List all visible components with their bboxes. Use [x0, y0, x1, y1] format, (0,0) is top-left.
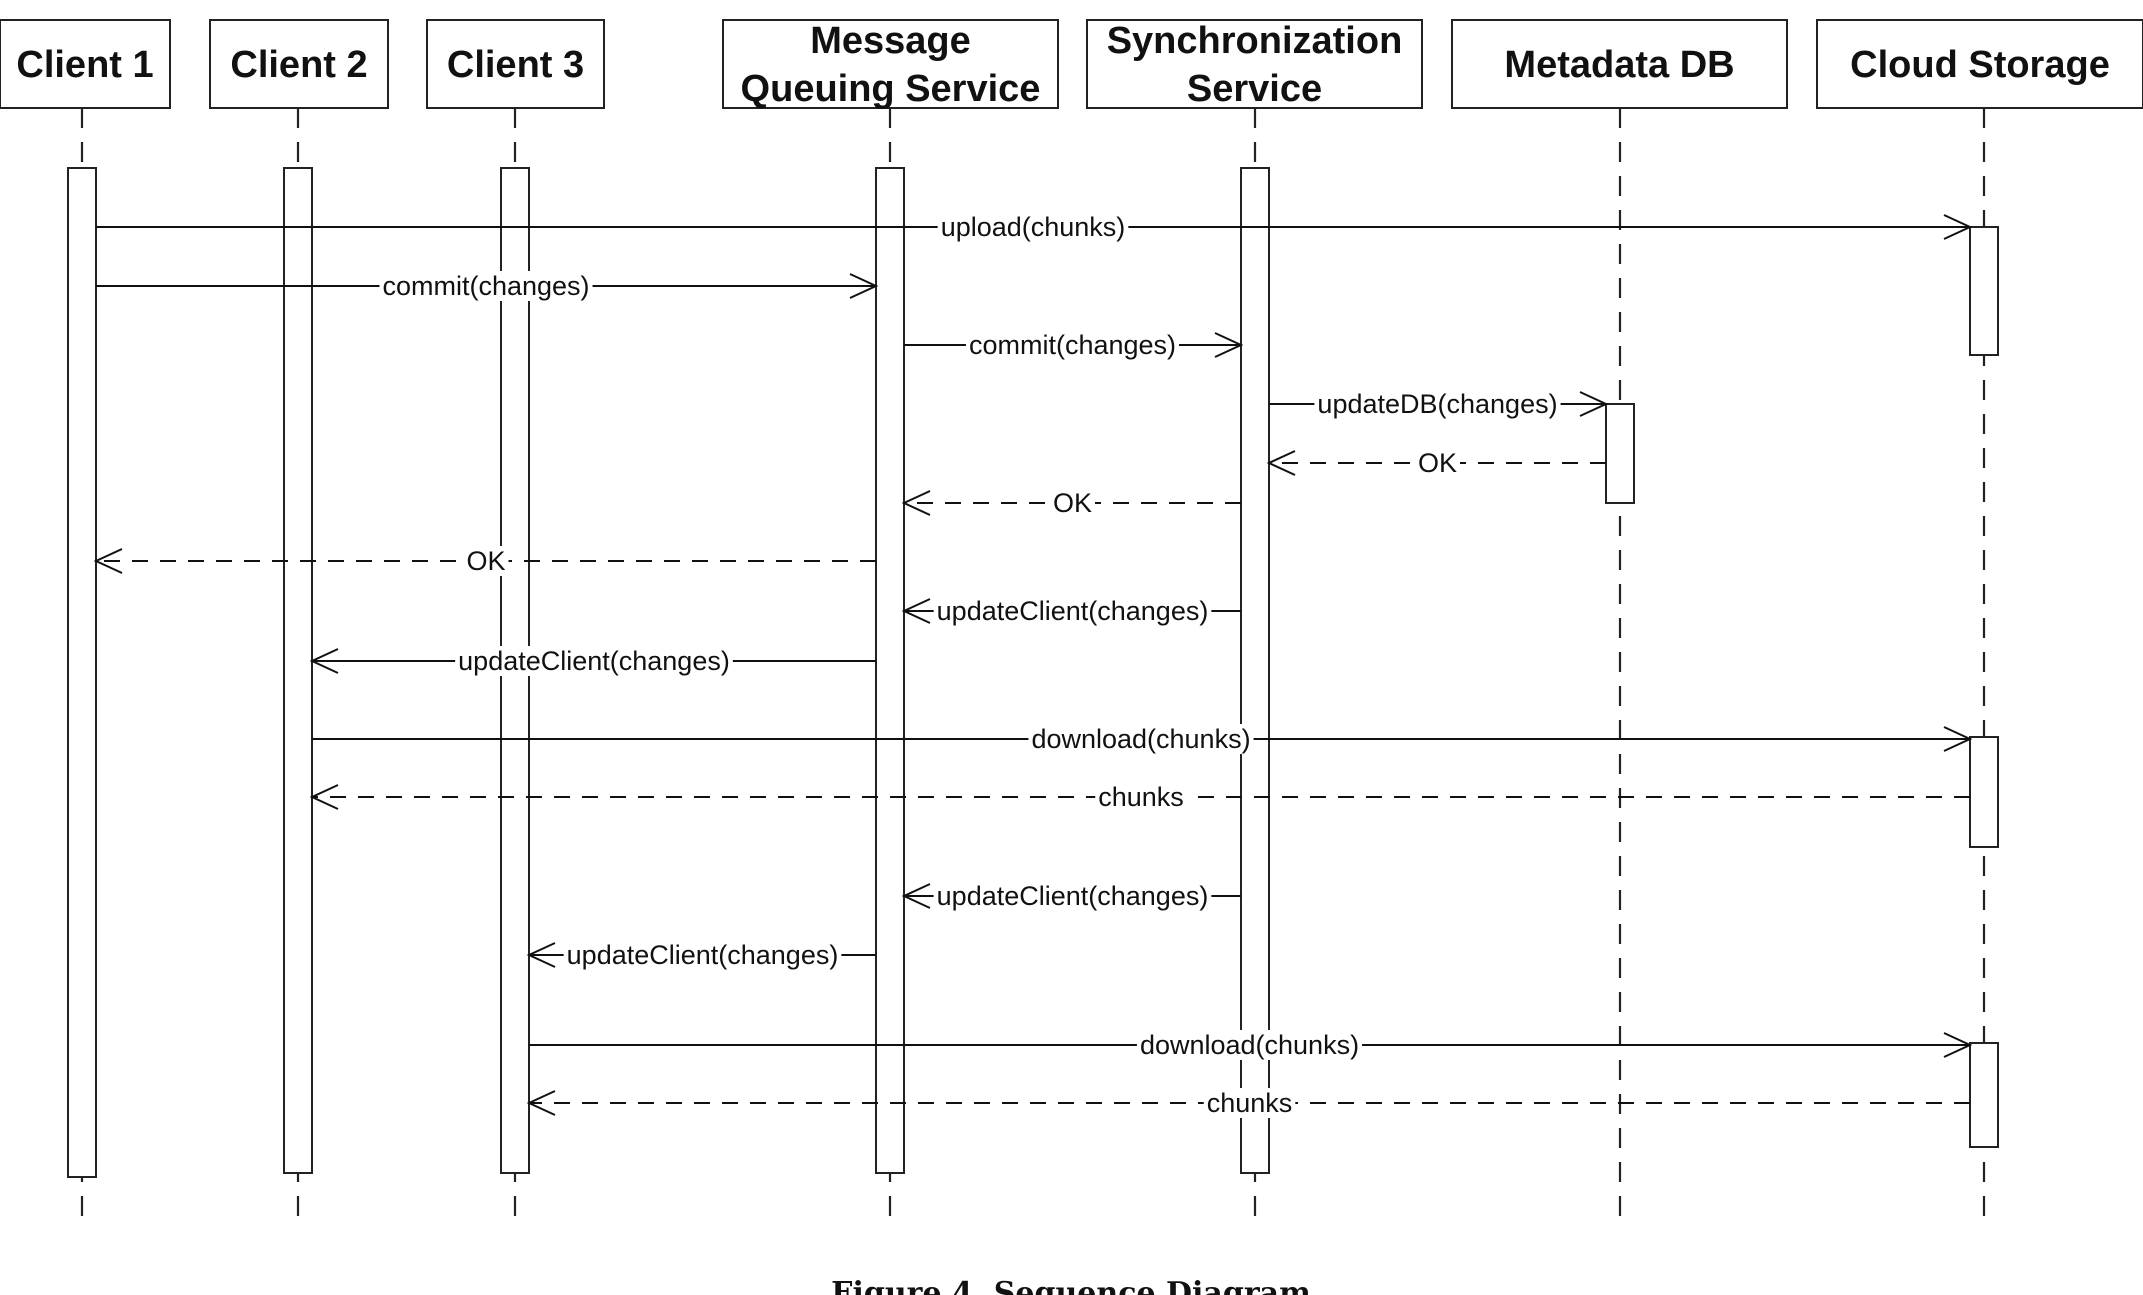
- message-label: OK: [1418, 448, 1457, 478]
- activation-bars: [67, 167, 1999, 1178]
- activation-bar-db: [1605, 403, 1635, 504]
- messages: upload(chunks) commit(changes) commit(chan…: [93, 212, 1973, 1118]
- arrowhead: [901, 883, 931, 909]
- figure-caption: Figure 4. Sequence Diagram: [831, 1276, 1311, 1295]
- message-label: commit(changes): [382, 271, 589, 301]
- participant-box: [209, 19, 389, 109]
- message-label-background: [933, 596, 1212, 626]
- message-6: OK: [901, 488, 1241, 518]
- activation-bar-cloud: [1969, 736, 1999, 848]
- message-label: commit(changes): [969, 330, 1176, 360]
- message-5: OK: [1266, 448, 1606, 478]
- message-label: chunks: [1207, 1088, 1293, 1118]
- lifelines: [80, 108, 1986, 1225]
- activation-bar-c2: [283, 167, 313, 1174]
- message-label: updateClient(changes): [937, 596, 1209, 626]
- participant-box: [722, 19, 1059, 109]
- arrowhead: [526, 942, 556, 968]
- message-label-background: [965, 330, 1180, 360]
- message-label: download(chunks): [1031, 724, 1250, 754]
- arrowhead: [849, 273, 879, 299]
- message-label: updateDB(changes): [1317, 389, 1557, 419]
- arrowhead: [309, 784, 339, 810]
- message-12: updateClient(changes): [901, 881, 1241, 911]
- message-label-background: [1028, 724, 1254, 754]
- arrowhead: [1943, 1032, 1973, 1058]
- arrowhead: [309, 648, 339, 674]
- participant-label: Client 1: [16, 44, 153, 86]
- participant-db: Metadata DB: [1451, 19, 1788, 109]
- participant-box: [1451, 19, 1788, 109]
- message-label-background: [1414, 448, 1461, 478]
- activation-bar-c1: [67, 167, 97, 1178]
- arrowhead: [1214, 332, 1244, 358]
- message-label-background: [379, 271, 593, 301]
- message-11: chunks: [309, 782, 1970, 812]
- message-3: commit(changes): [904, 330, 1244, 360]
- participant-label: Queuing Service: [741, 68, 1041, 110]
- message-label-background: [455, 646, 733, 676]
- message-label: chunks: [1098, 782, 1184, 812]
- message-label-background: [1049, 488, 1096, 518]
- message-14: download(chunks): [529, 1030, 1973, 1060]
- activation-bar-mq: [875, 167, 905, 1174]
- arrowhead: [1579, 391, 1609, 417]
- message-label: OK: [466, 546, 505, 576]
- message-label: updateClient(changes): [937, 881, 1209, 911]
- participant-label: Client 3: [447, 44, 584, 86]
- participant-cloud: Cloud Storage: [1816, 19, 2143, 109]
- arrowhead: [1266, 450, 1296, 476]
- arrowhead: [901, 490, 931, 516]
- activation-bar-cloud: [1969, 1042, 1999, 1148]
- message-label-background: [1203, 1088, 1296, 1118]
- message-label-background: [937, 212, 1129, 242]
- message-label-background: [1314, 389, 1561, 419]
- arrowhead: [1943, 726, 1973, 752]
- message-2: commit(changes): [96, 271, 879, 301]
- participant-c1: Client 1: [0, 19, 171, 109]
- message-label: upload(chunks): [941, 212, 1126, 242]
- participant-label: Client 2: [230, 44, 367, 86]
- participant-box: [1086, 19, 1423, 109]
- message-9: updateClient(changes): [309, 646, 876, 676]
- message-label: download(chunks): [1140, 1030, 1359, 1060]
- participant-box: [426, 19, 605, 109]
- message-label: updateClient(changes): [567, 940, 839, 970]
- message-label: OK: [1053, 488, 1092, 518]
- message-7: OK: [93, 546, 876, 576]
- message-13: updateClient(changes): [526, 940, 876, 970]
- message-15: chunks: [526, 1088, 1970, 1118]
- activation-bar-cloud: [1969, 226, 1999, 356]
- participant-label: Cloud Storage: [1850, 44, 2110, 86]
- arrowhead: [526, 1090, 556, 1116]
- message-label-background: [563, 940, 842, 970]
- participant-box: [1816, 19, 2143, 109]
- participant-label: Service: [1187, 68, 1322, 110]
- message-label-background: [463, 546, 509, 576]
- arrowhead: [901, 598, 931, 624]
- message-4: updateDB(changes): [1269, 389, 1609, 419]
- message-label-background: [1136, 1030, 1363, 1060]
- message-10: download(chunks): [312, 724, 1973, 754]
- message-1: upload(chunks): [96, 212, 1973, 242]
- participant-label: Synchronization: [1107, 20, 1403, 62]
- participant-label: Message: [810, 20, 971, 62]
- message-label-background: [933, 881, 1212, 911]
- participant-c3: Client 3: [426, 19, 605, 109]
- participant-label: Metadata DB: [1504, 44, 1734, 86]
- message-label: updateClient(changes): [458, 646, 730, 676]
- arrowhead: [93, 548, 123, 574]
- participant-c2: Client 2: [209, 19, 389, 109]
- participant-box: [0, 19, 171, 109]
- message-label-background: [1095, 782, 1187, 812]
- arrowhead: [1943, 214, 1973, 240]
- message-8: updateClient(changes): [901, 596, 1241, 626]
- activation-bar-sync: [1240, 167, 1270, 1174]
